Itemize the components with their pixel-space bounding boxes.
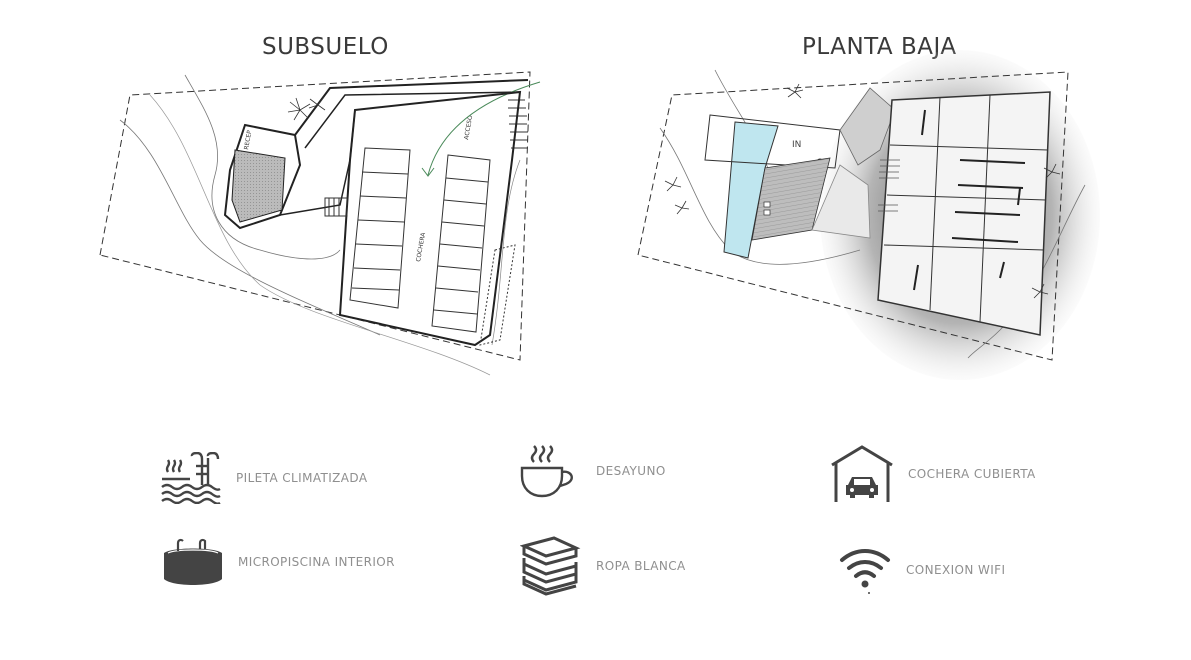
amenity-label: PILETA CLIMATIZADA <box>236 471 368 485</box>
contour-line <box>119 119 381 336</box>
acceso-label: ACCESO <box>463 115 474 141</box>
stacked-towels-icon <box>520 536 581 596</box>
amenity-label: CONEXION WIFI <box>906 563 1006 577</box>
apartment-partitions <box>913 109 1026 291</box>
garage-enclosure <box>338 90 522 347</box>
in-label: IN <box>792 140 801 150</box>
coffee-cup-icon <box>520 445 573 498</box>
garage-annex <box>479 244 516 346</box>
ramp-wall <box>294 79 529 136</box>
apartment-stairs <box>878 159 900 212</box>
amenity-ropa-blanca: ROPA BLANCA <box>520 536 686 596</box>
ramp-wall <box>304 91 521 149</box>
entrance-band <box>704 114 841 169</box>
pool-ladder-icon <box>161 452 221 504</box>
hot-tub-icon <box>164 538 222 585</box>
subsuelo-title: SUBSUELO <box>262 34 389 60</box>
plant-icon <box>664 83 1061 299</box>
site-boundary <box>637 71 1069 361</box>
small-stair <box>324 197 348 217</box>
amenity-desayuno: DESAYUNO <box>520 444 666 498</box>
planta-baja-floor-plan: IN <box>637 50 1100 380</box>
apartments-block <box>877 91 1051 336</box>
amenity-label: COCHERA CUBIERTA <box>908 467 1036 481</box>
plant-icon <box>287 96 326 121</box>
parking-stalls-right <box>431 154 491 333</box>
contour-line <box>184 74 341 260</box>
amenity-label: DESAYUNO <box>596 464 666 478</box>
volume-block <box>839 87 896 166</box>
covered-garage-icon <box>831 445 893 502</box>
reception-hatched-area <box>231 149 286 223</box>
subsuelo-floor-plan: RECEP ACCESO COCHERA <box>99 71 541 376</box>
amenity-pileta-climatizada: PILETA CLIMATIZADA <box>160 452 367 504</box>
amenity-micropiscina-interior: MICROPISCINA INTERIOR <box>162 537 395 587</box>
recepcion-label: RECEP <box>243 129 253 150</box>
amenity-label: MICROPISCINA INTERIOR <box>238 555 395 569</box>
access-arrow <box>427 81 541 176</box>
amenity-label: ROPA BLANCA <box>596 559 686 573</box>
site-boundary <box>99 71 531 361</box>
contour-line <box>149 94 491 376</box>
wifi-icon <box>840 549 890 594</box>
amenity-conexion-wifi: CONEXION WIFI <box>838 546 1005 594</box>
amenity-cochera-cubierta: COCHERA CUBIERTA <box>830 445 1036 503</box>
parking-stalls-left <box>349 147 411 309</box>
contour-line <box>491 159 521 346</box>
